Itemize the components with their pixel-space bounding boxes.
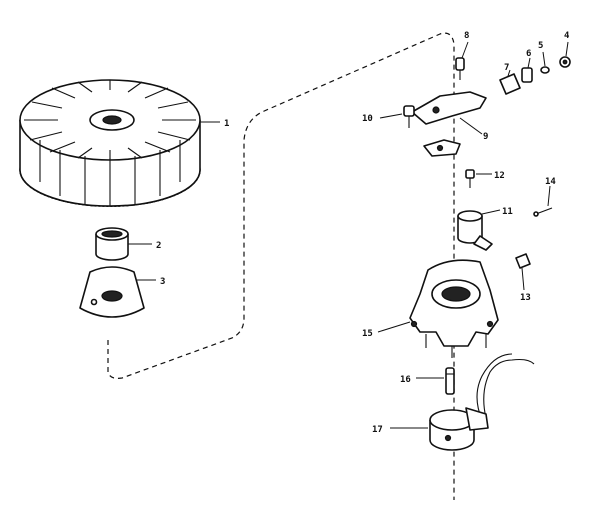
spacer-part bbox=[521, 67, 533, 83]
leader-10 bbox=[379, 113, 403, 119]
callout-4: 4 bbox=[564, 31, 570, 41]
washer-part bbox=[540, 66, 550, 74]
plunger-pin-part bbox=[533, 207, 553, 217]
callout-5: 5 bbox=[538, 41, 543, 51]
callout-9: 9 bbox=[483, 132, 488, 142]
callout-13: 13 bbox=[520, 293, 531, 303]
leader-8 bbox=[461, 41, 469, 59]
screw-8-part bbox=[455, 57, 465, 80]
leader-6 bbox=[527, 57, 531, 69]
callout-1: 1 bbox=[224, 119, 229, 129]
leader-13 bbox=[521, 267, 525, 291]
callout-7: 7 bbox=[504, 63, 509, 73]
square-plate-part bbox=[515, 253, 531, 269]
leader-4 bbox=[565, 41, 569, 57]
sleeve-part bbox=[95, 227, 129, 261]
contact-block-part bbox=[499, 73, 521, 95]
stud-part bbox=[445, 367, 455, 395]
callout-14: 14 bbox=[545, 177, 556, 187]
leader-11 bbox=[481, 209, 501, 215]
callout-8: 8 bbox=[464, 31, 469, 41]
breaker-points-part bbox=[411, 91, 487, 157]
flywheel-part bbox=[19, 79, 201, 207]
leader-15 bbox=[377, 321, 411, 333]
screw-12-part bbox=[465, 169, 475, 188]
callout-10: 10 bbox=[362, 114, 373, 124]
callout-15: 15 bbox=[362, 329, 373, 339]
nut-part bbox=[559, 56, 571, 68]
screw-10-part bbox=[403, 105, 415, 128]
callout-2: 2 bbox=[156, 241, 161, 251]
condenser-part bbox=[457, 210, 493, 251]
stator-bracket-part bbox=[409, 259, 499, 358]
callout-17: 17 bbox=[372, 425, 383, 435]
cam-plate-part bbox=[79, 266, 145, 318]
callout-11: 11 bbox=[502, 207, 513, 217]
callout-12: 12 bbox=[494, 171, 505, 181]
callout-3: 3 bbox=[160, 277, 165, 287]
leader-14 bbox=[547, 185, 551, 207]
leader-9 bbox=[459, 117, 483, 135]
leader-7 bbox=[507, 69, 511, 77]
callout-6: 6 bbox=[526, 49, 531, 59]
ignition-coil-part bbox=[429, 353, 535, 451]
assembly-path-dashed bbox=[107, 32, 455, 500]
callout-16: 16 bbox=[400, 375, 411, 385]
leader-5 bbox=[542, 51, 546, 67]
